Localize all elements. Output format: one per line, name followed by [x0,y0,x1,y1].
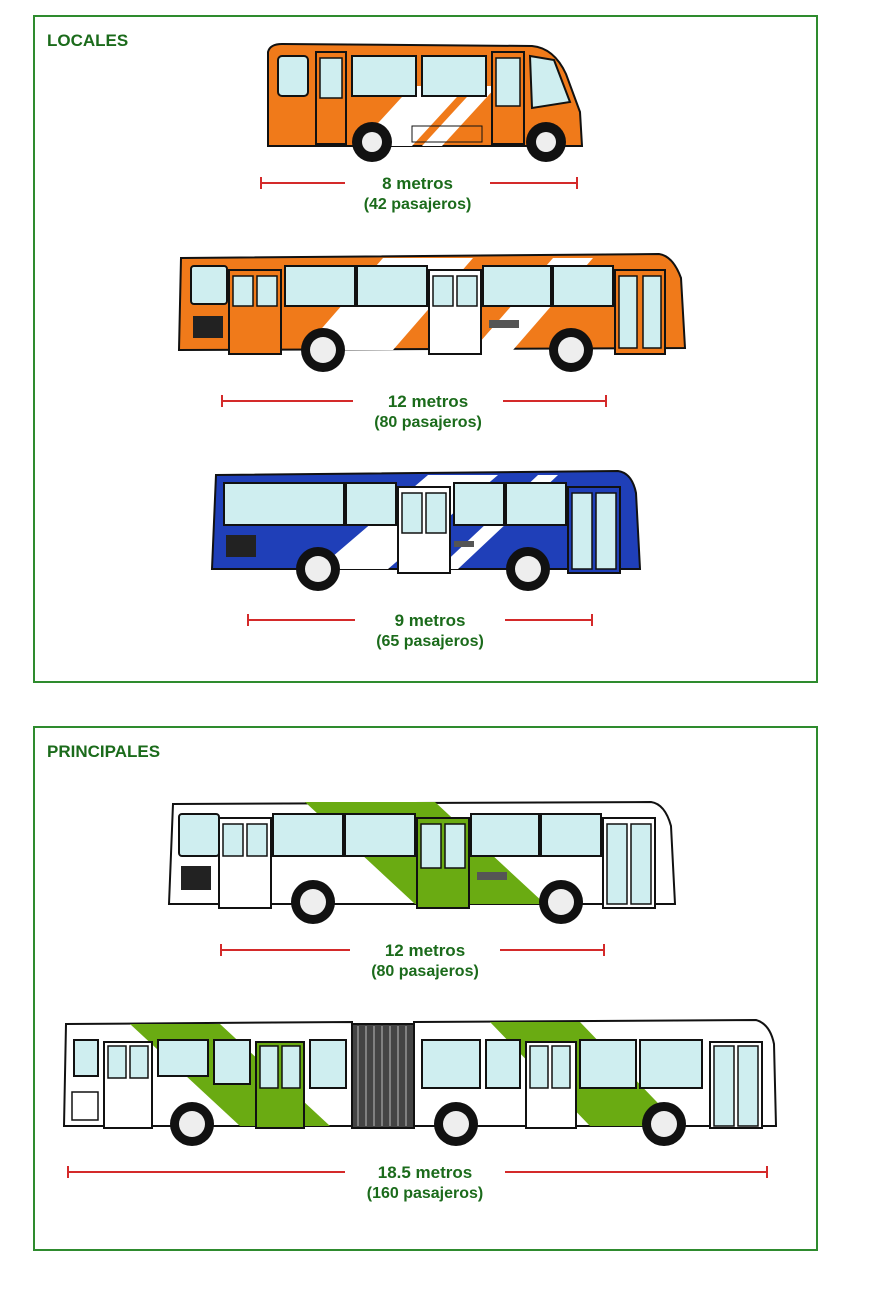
dimension-label-12m-locales: 12 metros (80 pasajeros) [353,391,503,433]
bus-length: 18.5 metros [377,1163,473,1182]
dimension-label-12m-principales: 12 metros (80 pasajeros) [350,940,500,982]
bus-8m-orange-illustration [267,42,584,162]
bus-9m-blue-illustration [210,469,642,591]
bus-length: 12 metros [387,392,469,411]
section-title-principales: PRINCIPALES [47,742,161,761]
dimension-label-18-5m: 18.5 metros (160 pasajeros) [345,1162,505,1204]
bus-capacity: (80 pasajeros) [374,414,482,431]
dimension-label-9m: 9 metros (65 pasajeros) [355,610,505,652]
bus-capacity: (42 pasajeros) [363,196,472,213]
bus-length: 12 metros [384,941,466,960]
bus-length: 8 metros [382,174,453,193]
bus-capacity: (65 pasajeros) [376,633,484,650]
dimension-label-8m: 8 metros (42 pasajeros) [345,173,490,215]
bus-capacity: (80 pasajeros) [371,963,479,980]
bus-12m-green-illustration [167,800,677,924]
bus-12m-orange-illustration [177,252,687,372]
bus-18-5m-articulated-green-illustration [62,1018,778,1146]
bus-capacity: (160 pasajeros) [366,1185,484,1202]
bus-length: 9 metros [394,611,466,630]
section-title-locales: LOCALES [47,31,129,50]
